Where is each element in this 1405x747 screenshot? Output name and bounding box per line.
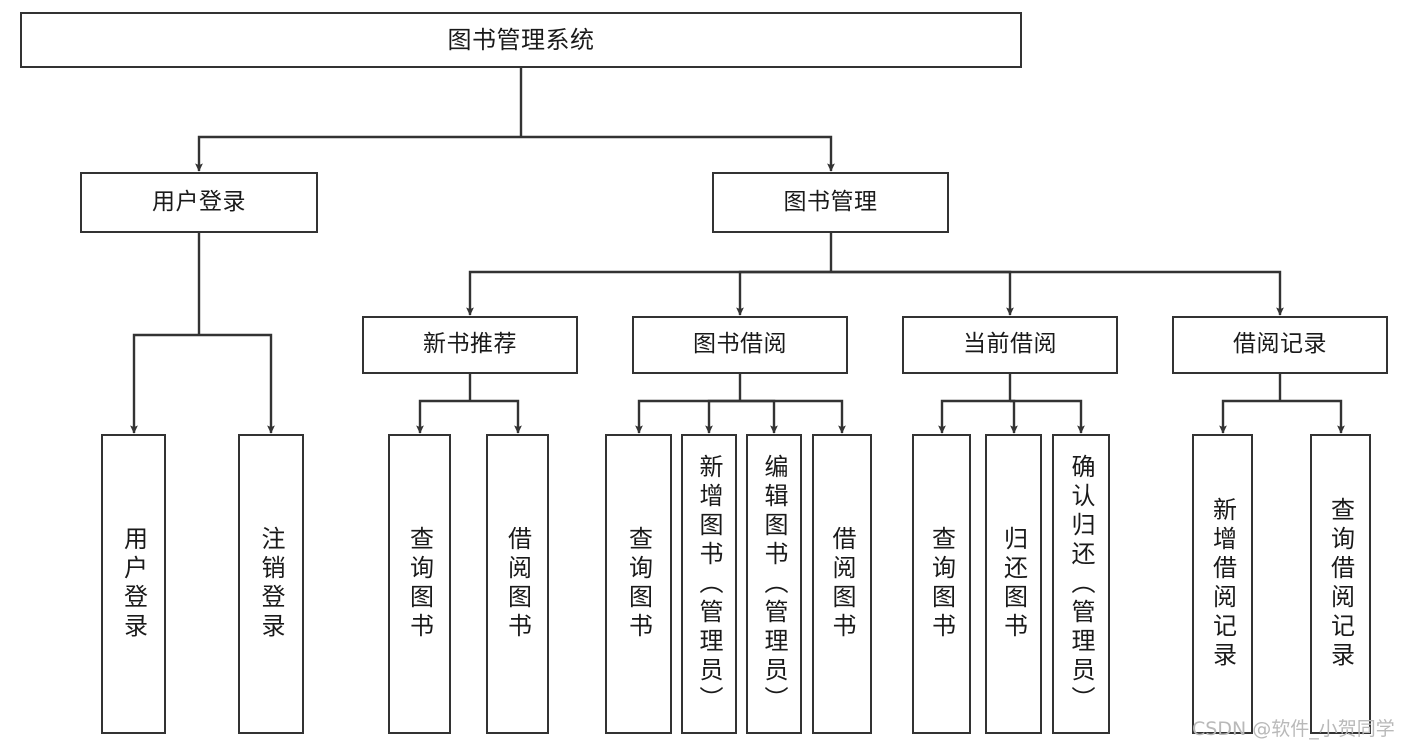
connector-edge xyxy=(736,270,831,316)
connector-edge xyxy=(831,270,1014,316)
connector-edge xyxy=(195,135,521,172)
connector-edge xyxy=(831,270,1284,316)
connector-edge xyxy=(199,333,275,434)
connector-edge xyxy=(938,399,1010,434)
edge-group xyxy=(130,68,1345,434)
node-current-borrow[interactable]: 当前借阅 xyxy=(902,316,1118,374)
node-label: 新书推荐 xyxy=(423,331,517,358)
connector-edge xyxy=(635,399,740,434)
leaf-current-confirm-return[interactable]: 确认归还（管理员） xyxy=(1052,434,1110,734)
node-book-management[interactable]: 图书管理 xyxy=(712,172,949,233)
connector-edge xyxy=(740,399,778,434)
node-label: 借阅记录 xyxy=(1233,331,1327,358)
connector-edge xyxy=(705,399,740,434)
node-label: 新增借阅记录 xyxy=(1208,497,1237,671)
node-label: 新增图书（管理员） xyxy=(695,453,723,715)
node-label: 借阅图书 xyxy=(828,526,856,642)
leaf-new-query-book[interactable]: 查询图书 xyxy=(388,434,451,734)
leaf-borrow-edit-book[interactable]: 编辑图书（管理员） xyxy=(746,434,802,734)
leaf-new-borrow-book[interactable]: 借阅图书 xyxy=(486,434,549,734)
node-label: 归还图书 xyxy=(999,526,1028,642)
node-label: 图书管理系统 xyxy=(447,25,595,54)
leaf-borrow-add-book[interactable]: 新增图书（管理员） xyxy=(681,434,737,734)
connector-edge xyxy=(740,399,846,434)
node-label: 确认归还（管理员） xyxy=(1067,453,1095,715)
node-label: 当前借阅 xyxy=(963,331,1057,358)
node-user-login[interactable]: 用户登录 xyxy=(80,172,318,233)
node-label: 编辑图书（管理员） xyxy=(760,453,788,715)
leaf-current-query-book[interactable]: 查询图书 xyxy=(912,434,971,734)
node-root-system[interactable]: 图书管理系统 xyxy=(20,12,1022,68)
node-label: 查询图书 xyxy=(624,526,653,642)
connector-edge xyxy=(130,333,199,434)
connector-edge xyxy=(1280,399,1345,434)
leaf-borrow-borrow-book[interactable]: 借阅图书 xyxy=(812,434,872,734)
connector-edge xyxy=(1010,399,1085,434)
node-label: 查询图书 xyxy=(405,526,434,642)
leaf-current-return-book[interactable]: 归还图书 xyxy=(985,434,1042,734)
node-label: 查询借阅记录 xyxy=(1326,497,1355,671)
connector-edge xyxy=(1219,399,1280,434)
node-borrow-record[interactable]: 借阅记录 xyxy=(1172,316,1388,374)
node-label: 用户登录 xyxy=(152,188,246,215)
connector-edge xyxy=(416,399,470,434)
node-label: 借阅图书 xyxy=(503,526,532,642)
node-label: 用户登录 xyxy=(119,526,148,642)
connector-edge xyxy=(470,399,522,434)
node-label: 图书管理 xyxy=(783,188,878,215)
node-new-book-recommend[interactable]: 新书推荐 xyxy=(362,316,578,374)
leaf-user-login[interactable]: 用户登录 xyxy=(101,434,166,734)
connector-edge xyxy=(1010,399,1018,434)
node-book-borrow[interactable]: 图书借阅 xyxy=(632,316,848,374)
connector-edge xyxy=(521,135,835,172)
leaf-logout[interactable]: 注销登录 xyxy=(238,434,304,734)
node-label: 查询图书 xyxy=(927,526,956,642)
node-label: 注销登录 xyxy=(257,526,285,642)
leaf-record-query[interactable]: 查询借阅记录 xyxy=(1310,434,1371,734)
node-label: 图书借阅 xyxy=(693,331,787,358)
leaf-record-add[interactable]: 新增借阅记录 xyxy=(1192,434,1253,734)
leaf-borrow-query-book[interactable]: 查询图书 xyxy=(605,434,672,734)
connector-edge xyxy=(466,270,831,316)
